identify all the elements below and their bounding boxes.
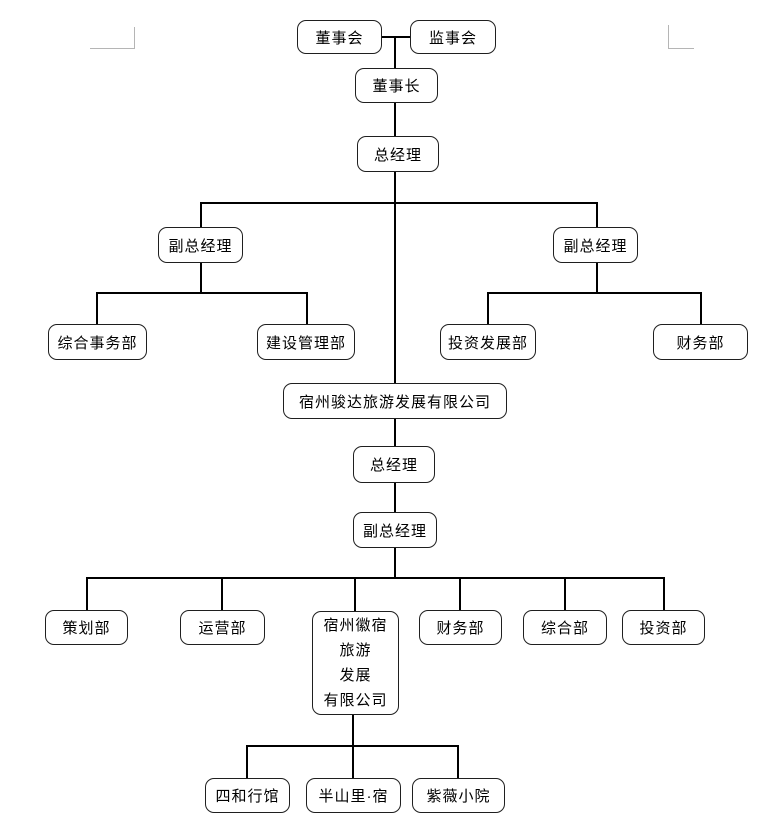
connector: [663, 578, 665, 610]
connector: [221, 578, 223, 610]
org-node-dept-investment[interactable]: 投资部: [622, 610, 705, 645]
org-node-huisu-company[interactable]: 宿州徽宿 旅游 发展 有限公司: [312, 611, 399, 715]
connector: [200, 263, 202, 293]
connector: [394, 418, 396, 447]
connector: [86, 578, 88, 610]
page-margin-mark-top-right: [668, 25, 669, 49]
connector: [457, 746, 459, 778]
connector: [246, 745, 459, 747]
org-node-supervisory-board[interactable]: 监事会: [410, 20, 496, 54]
connector: [394, 548, 396, 578]
connector: [394, 483, 396, 512]
connector: [86, 577, 665, 579]
org-node-dept-finance-2[interactable]: 财务部: [419, 610, 502, 645]
huisu-company-line: 有限公司: [323, 692, 388, 709]
connector: [487, 292, 702, 294]
connector: [200, 202, 598, 204]
org-node-chairman[interactable]: 董事长: [355, 68, 438, 103]
connector: [306, 293, 308, 324]
org-node-dept-general-affairs[interactable]: 综合事务部: [48, 324, 147, 360]
page-margin-mark-top-right: [668, 48, 694, 49]
org-node-deputy-gm-right[interactable]: 副总经理: [553, 227, 638, 263]
connector: [200, 203, 202, 227]
connector: [487, 293, 489, 324]
connector: [459, 578, 461, 610]
org-node-hotel-ziwei[interactable]: 紫薇小院: [412, 778, 505, 813]
org-node-dept-operations[interactable]: 运营部: [180, 610, 265, 645]
connector: [700, 293, 702, 324]
huisu-company-line: 发展: [339, 667, 372, 684]
connector: [246, 746, 248, 778]
org-node-hotel-sihe[interactable]: 四和行馆: [205, 778, 290, 813]
org-node-hotel-banshanli[interactable]: 半山里·宿: [306, 778, 401, 813]
connector: [596, 203, 598, 227]
connector: [96, 293, 98, 324]
org-node-deputy-gm-left[interactable]: 副总经理: [158, 227, 243, 263]
org-node-dept-construction-mgmt[interactable]: 建设管理部: [257, 324, 355, 360]
org-node-dept-finance[interactable]: 财务部: [653, 324, 748, 360]
org-node-board[interactable]: 董事会: [297, 20, 382, 54]
huisu-company-line: 宿州徽宿: [323, 617, 388, 634]
org-node-junda-deputy-gm[interactable]: 副总经理: [353, 512, 437, 548]
connector: [394, 37, 396, 68]
connector: [96, 292, 308, 294]
org-node-dept-investment-dev[interactable]: 投资发展部: [440, 324, 536, 360]
huisu-company-line: 旅游: [339, 642, 372, 659]
connector: [382, 36, 410, 38]
org-node-junda-general-manager[interactable]: 总经理: [353, 446, 435, 483]
org-node-general-manager[interactable]: 总经理: [357, 136, 439, 172]
connector: [354, 578, 356, 611]
page-margin-mark-top-left: [90, 48, 135, 49]
org-node-junda-company[interactable]: 宿州骏达旅游发展有限公司: [283, 383, 507, 419]
org-node-dept-planning[interactable]: 策划部: [45, 610, 128, 645]
connector: [394, 172, 396, 383]
connector: [596, 263, 598, 293]
connector: [394, 103, 396, 136]
page-margin-mark-top-left: [134, 27, 135, 49]
connector: [564, 578, 566, 610]
org-node-dept-general[interactable]: 综合部: [523, 610, 607, 645]
